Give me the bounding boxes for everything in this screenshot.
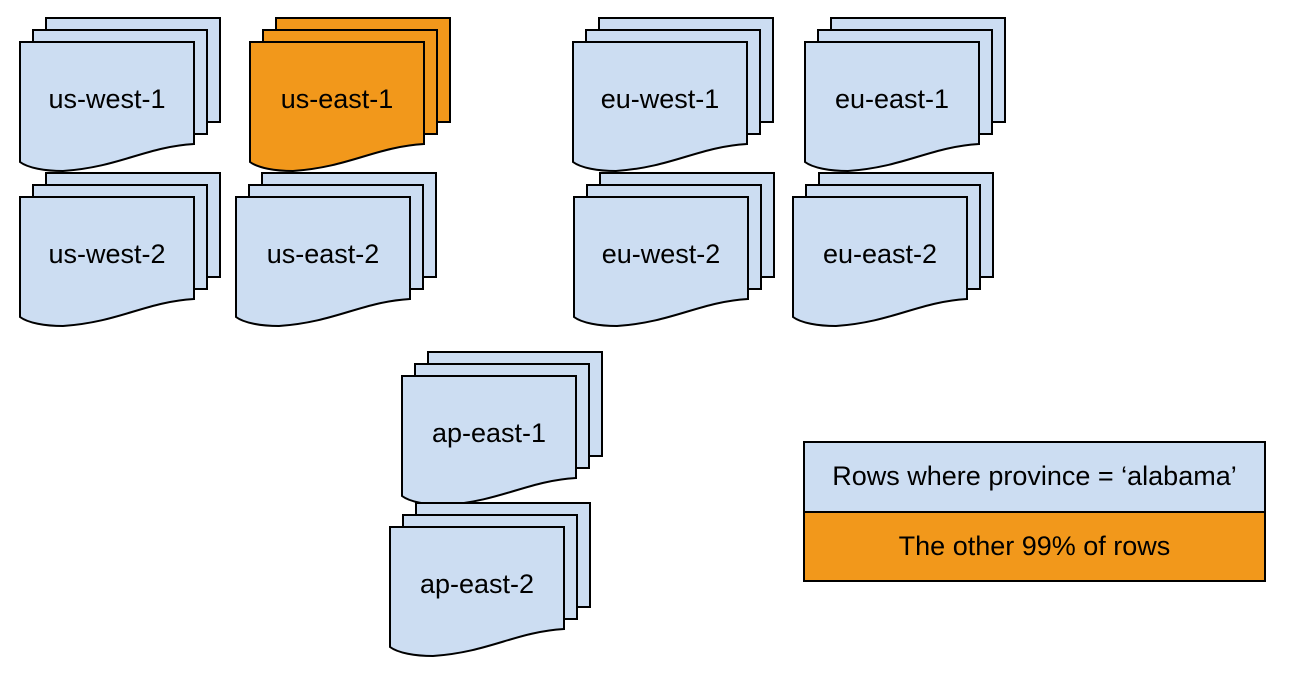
legend-item-alabama-rows: Rows where province = ‘alabama’ [805, 443, 1264, 513]
legend-item-label: Rows where province = ‘alabama’ [832, 461, 1237, 492]
doc-stack-ap-east-2: ap-east-2 [389, 502, 591, 658]
region-label: us-west-1 [48, 84, 165, 114]
region-label: ap-east-1 [432, 418, 546, 448]
doc-stack-us-east-2: us-east-2 [235, 172, 437, 328]
region-label: eu-west-1 [601, 84, 720, 114]
region-label: eu-east-2 [823, 239, 937, 269]
doc-stack-ap-east-1: ap-east-1 [401, 351, 603, 507]
document-front-icon [389, 526, 565, 658]
document-front-icon [19, 196, 195, 328]
legend-item-other-rows: The other 99% of rows [805, 512, 1264, 580]
region-label: us-west-2 [48, 239, 165, 269]
document-front-icon [792, 196, 968, 328]
region-label: us-east-2 [267, 239, 380, 269]
doc-stack-us-west-2: us-west-2 [19, 172, 221, 328]
doc-stack-eu-east-1: eu-east-1 [804, 17, 1006, 173]
document-front-icon [235, 196, 411, 328]
legend: Rows where province = ‘alabama’ The othe… [803, 441, 1266, 582]
region-label: eu-west-2 [602, 239, 721, 269]
region-label: ap-east-2 [420, 569, 534, 599]
doc-stack-us-east-1: us-east-1 [249, 17, 451, 173]
legend-item-label: The other 99% of rows [898, 530, 1171, 561]
document-front-icon [572, 41, 748, 173]
region-label: us-east-1 [281, 84, 394, 114]
doc-stack-eu-west-1: eu-west-1 [572, 17, 774, 173]
document-front-icon [573, 196, 749, 328]
region-label: eu-east-1 [835, 84, 949, 114]
document-front-icon [19, 41, 195, 173]
document-front-icon [249, 41, 425, 173]
doc-stack-us-west-1: us-west-1 [19, 17, 221, 173]
doc-stack-eu-west-2: eu-west-2 [573, 172, 775, 328]
doc-stack-eu-east-2: eu-east-2 [792, 172, 994, 328]
document-front-icon [804, 41, 980, 173]
